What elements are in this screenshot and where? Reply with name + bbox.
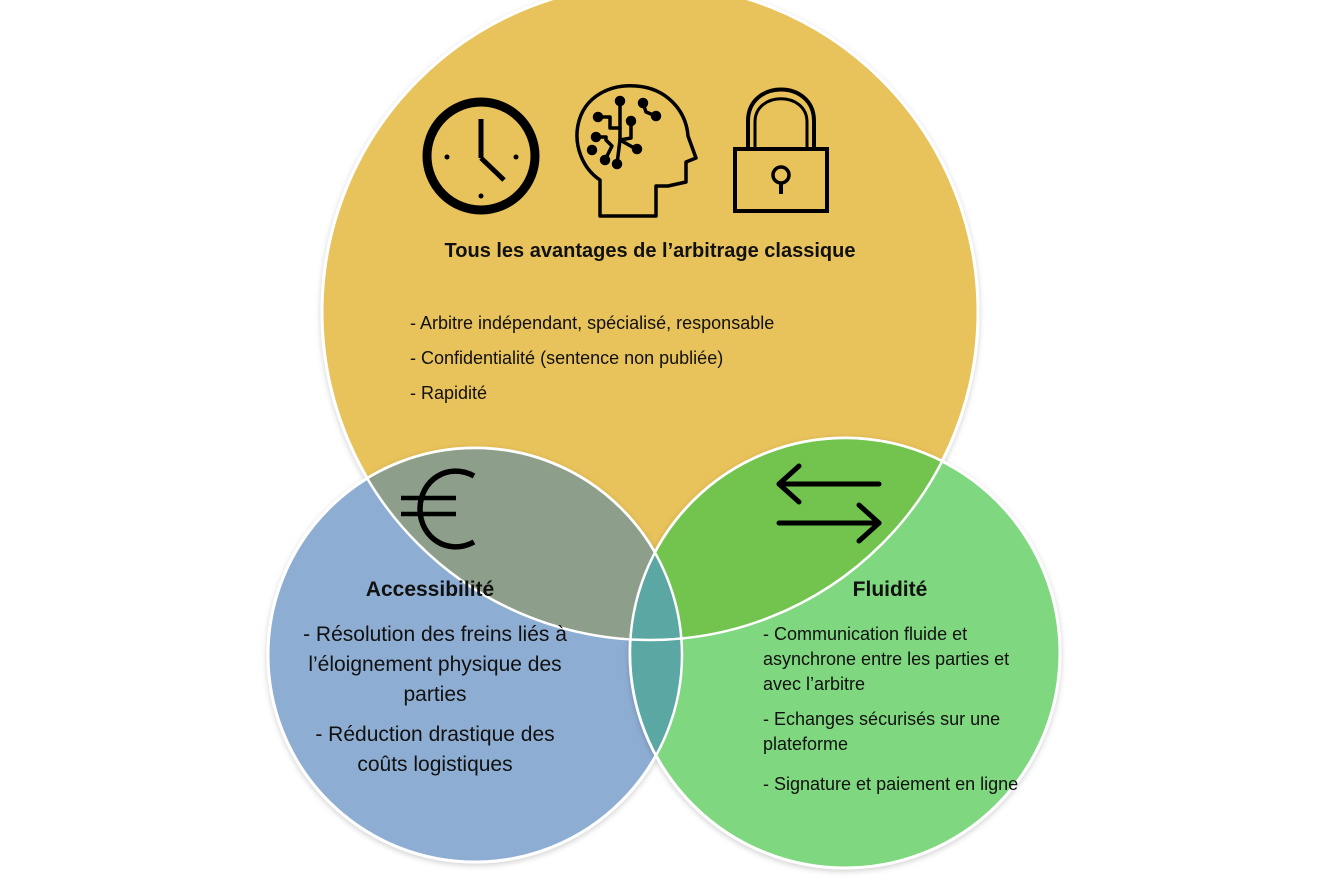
clock-icon xyxy=(422,97,540,215)
list-item: - Signature et paiement en ligne xyxy=(763,774,1019,794)
brain-circuit-icon xyxy=(575,84,698,218)
left-circle-title: Accessibilité xyxy=(365,578,495,601)
padlock-icon xyxy=(733,87,829,213)
top-circle-list: - Arbitre indépendant, spécialisé, respo… xyxy=(410,306,890,411)
euro-icon xyxy=(401,468,476,550)
exchange-arrows-icon xyxy=(776,463,882,544)
list-item: - Echanges sécurisés sur une plateforme xyxy=(763,709,1001,754)
list-item: - Arbitre indépendant, spécialisé, respo… xyxy=(410,313,775,333)
right-circle-list: - Communication fluide et asynchrone ent… xyxy=(763,622,1033,812)
right-circle-title: Fluidité xyxy=(852,578,928,601)
list-item: - Confidentialité (sentence non publiée) xyxy=(410,348,724,368)
top-circle-title: Tous les avantages de l’arbitrage classi… xyxy=(444,240,856,262)
list-item: - Résolution des freins liés à l’éloigne… xyxy=(303,623,567,706)
left-circle-list: - Résolution des freins liés à l’éloigne… xyxy=(290,620,580,790)
list-item: - Communication fluide et asynchrone ent… xyxy=(763,624,1010,694)
list-item: - Rapidité xyxy=(410,383,488,403)
list-item: - Réduction drastique des coûts logistiq… xyxy=(315,723,555,776)
